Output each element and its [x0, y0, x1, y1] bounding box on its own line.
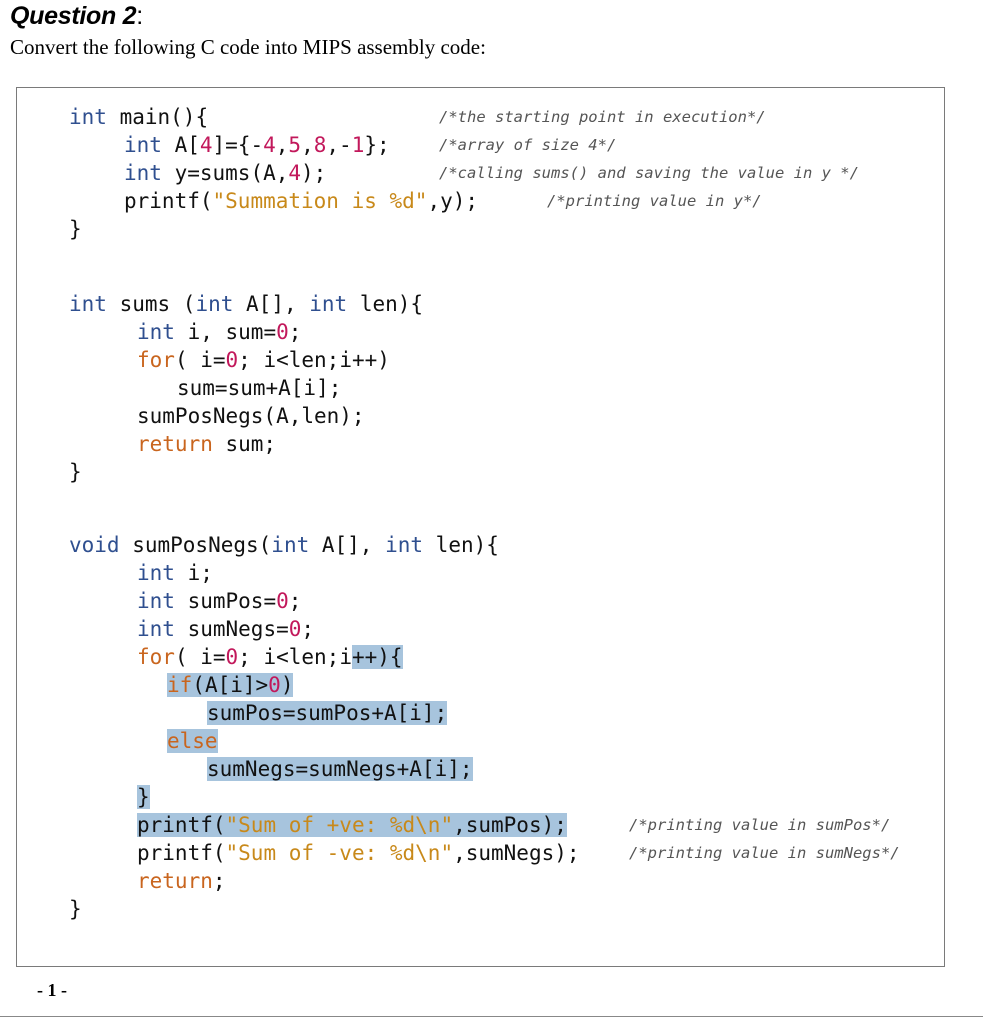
code-line-sumnegs-add: sumNegs=sumNegs+A[i];: [207, 757, 473, 781]
code-line-sumposnegs-close: }: [69, 897, 82, 921]
comment-print: /*printing value in y*/: [547, 192, 762, 210]
comment-call: /*calling sums() and saving the value in…: [439, 164, 859, 182]
code-line-sums-return: return sum;: [137, 432, 277, 456]
code-line-main-close: }: [69, 217, 82, 241]
code-line-sums-body: sum=sum+A[i];: [177, 376, 342, 400]
code-line-for-close: }: [137, 785, 150, 809]
code-line-decl-i: int i;: [137, 561, 213, 585]
code-line-sums-signature: int sums (int A[], int len){: [69, 292, 424, 316]
code-line-array-init: int A[4]={-4,5,8,-1};: [124, 133, 390, 157]
comment-array: /*array of size 4*/: [439, 136, 617, 154]
page-number: - 1 -: [37, 980, 67, 1000]
code-line-decl-sumpos: int sumPos=0;: [137, 589, 302, 613]
code-line-printf-sumnegs: printf("Sum of -ve: %d\n",sumNegs);: [137, 841, 580, 865]
code-line-sums-close: }: [69, 460, 82, 484]
code-line-sumposnegs-signature: void sumPosNegs(int A[], int len){: [69, 533, 499, 557]
code-line-sums-decl: int i, sum=0;: [137, 320, 302, 344]
code-line-printf-sumpos: printf("Sum of +ve: %d\n",sumPos);: [137, 813, 567, 837]
comment-print-sumnegs: /*printing value in sumNegs*/: [629, 844, 900, 862]
code-line-sumposnegs-call: sumPosNegs(A,len);: [137, 404, 365, 428]
comment-print-sumpos: /*printing value in sumPos*/: [629, 816, 891, 834]
footer-rule: [0, 1016, 983, 1017]
code-line-if: if(A[i]>0): [167, 673, 294, 697]
code-line-for-loop: for( i=0; i<len;i++){: [137, 645, 403, 669]
code-listing: int main(){ int A[4]={-4,5,8,-1}; int y=…: [16, 87, 945, 967]
question-title: Question 2:: [10, 2, 143, 30]
code-line-sums-call: int y=sums(A,4);: [124, 161, 327, 185]
code-line-return: return;: [137, 869, 226, 893]
code-line-sumpos-add: sumPos=sumPos+A[i];: [207, 701, 448, 725]
code-line-sums-for: for( i=0; i<len;i++): [137, 348, 390, 372]
instruction-text: Convert the following C code into MIPS a…: [10, 35, 486, 59]
code-line-main-signature: int main(){: [69, 105, 209, 129]
comment-main: /*the starting point in execution*/: [439, 108, 766, 126]
code-line-decl-sumnegs: int sumNegs=0;: [137, 617, 315, 641]
code-line-printf-summation: printf("Summation is %d",y);: [124, 189, 479, 213]
code-line-else: else: [167, 729, 218, 753]
